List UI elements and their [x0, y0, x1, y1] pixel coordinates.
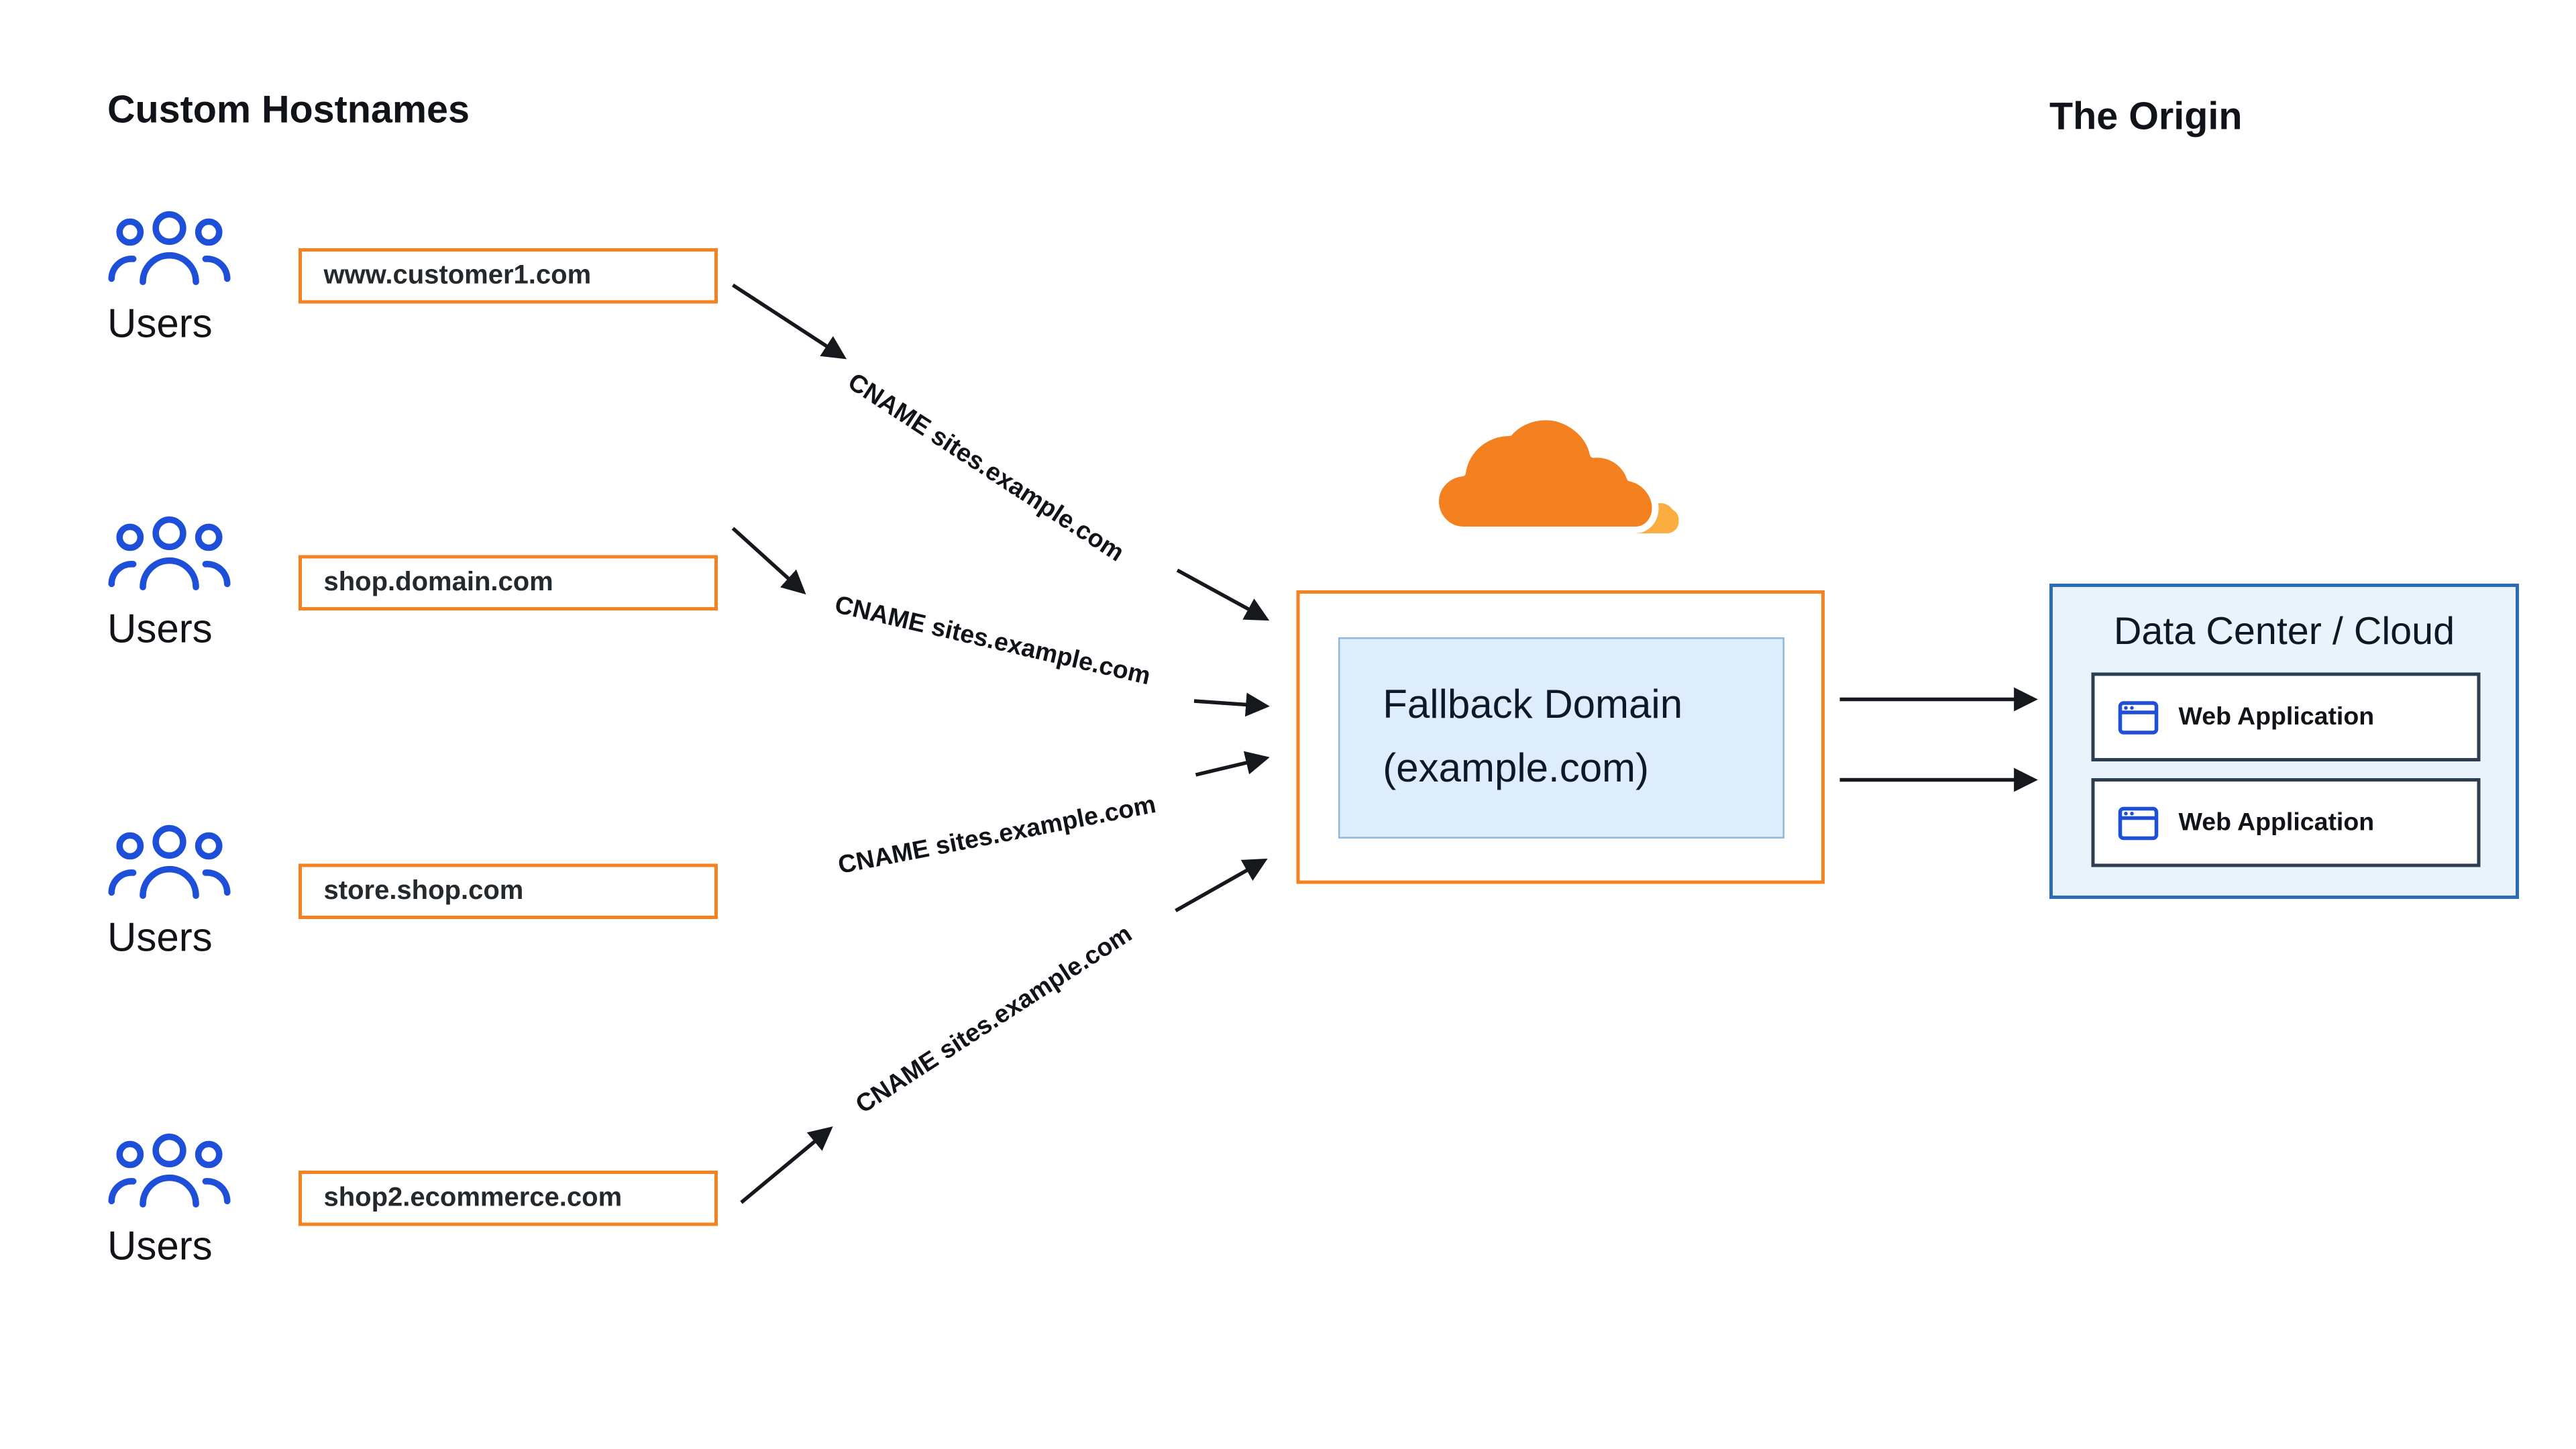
arrow	[1195, 751, 1270, 777]
data-center-panel: Data Center / Cloud Web Application Web …	[2049, 584, 2519, 899]
arrow	[731, 283, 847, 360]
users-icon	[108, 211, 231, 285]
cname-label: CNAME sites.example.com	[832, 590, 1153, 692]
user-group: Users	[107, 208, 376, 349]
user-group: Users	[107, 822, 376, 963]
hostname-box: store.shop.com	[299, 863, 718, 919]
fallback-domain-box: Fallback Domain (example.com)	[1337, 636, 1784, 838]
web-application-label: Web Application	[2178, 808, 2375, 837]
browser-window-icon	[2118, 700, 2159, 734]
users-icon	[108, 824, 231, 899]
users-icon	[108, 516, 231, 590]
fallback-domain-line2: (example.com)	[1383, 745, 1650, 791]
origin-heading: The Origin	[2049, 94, 2243, 138]
web-application-label: Web Application	[2178, 702, 2375, 732]
data-center-title: Data Center / Cloud	[2113, 608, 2455, 653]
arrow	[740, 1126, 833, 1204]
users-label: Users	[107, 916, 213, 961]
arrow	[1175, 858, 1268, 912]
arrow	[731, 527, 806, 595]
arrow	[1176, 568, 1270, 621]
web-application-box: Web Application	[2091, 672, 2481, 761]
web-application-box: Web Application	[2091, 778, 2481, 867]
hostname-box: shop.domain.com	[299, 555, 718, 610]
user-group: Users	[107, 513, 376, 654]
cloudflare-logo-icon	[1432, 413, 1679, 533]
hostname-box: shop2.ecommerce.com	[299, 1171, 718, 1226]
cname-label: CNAME sites.example.com	[842, 368, 1129, 568]
user-group: Users	[107, 1130, 376, 1271]
custom-hostnames-heading: Custom Hostnames	[107, 87, 470, 131]
fallback-domain-line1: Fallback Domain	[1383, 682, 1683, 727]
cname-label: CNAME sites.example.com	[851, 920, 1138, 1120]
arrow	[1193, 692, 1270, 717]
cname-label: CNAME sites.example.com	[835, 790, 1159, 881]
hostname-box: www.customer1.com	[299, 248, 718, 304]
users-label: Users	[107, 302, 213, 347]
users-label: Users	[107, 1224, 213, 1270]
fallback-domain-outer-box: Fallback Domain (example.com)	[1296, 590, 1825, 884]
users-label: Users	[107, 607, 213, 653]
browser-window-icon	[2118, 806, 2159, 840]
users-icon	[108, 1133, 231, 1208]
